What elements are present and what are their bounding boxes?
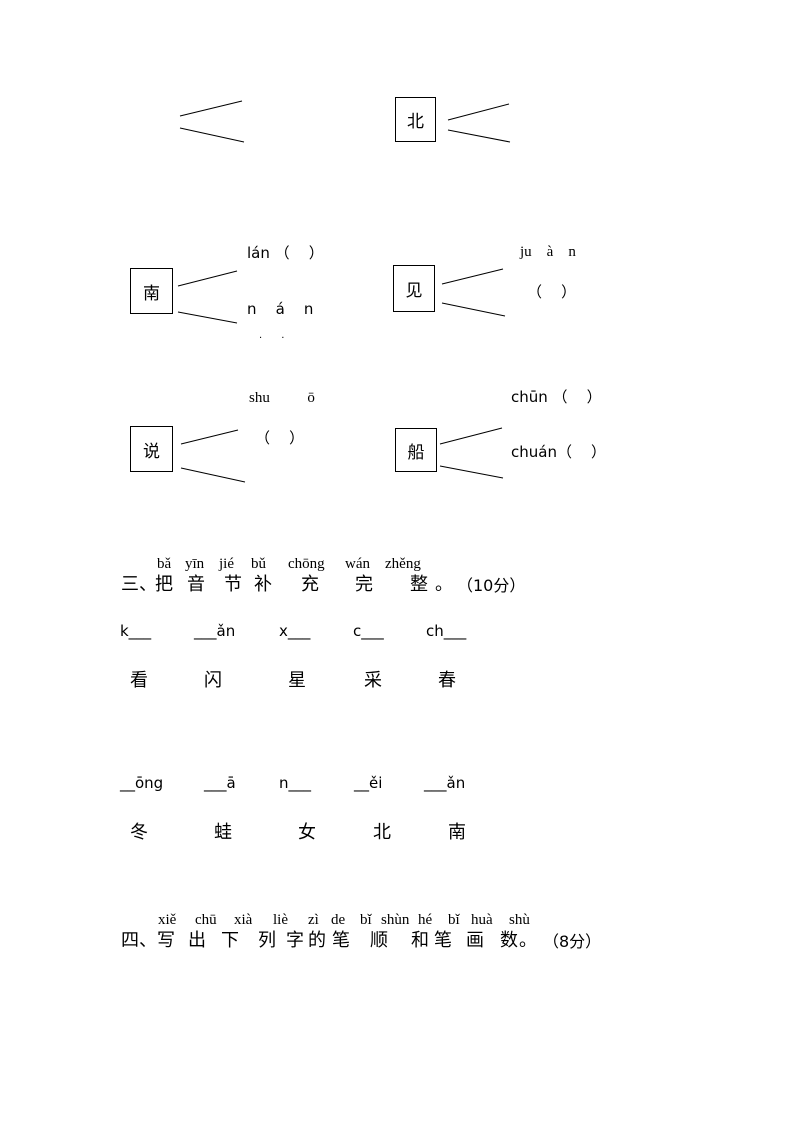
heading-char: 。 (435, 574, 453, 595)
row1-char: 看 (130, 670, 148, 691)
jian-option-1: ju à n (520, 244, 576, 260)
heading-pinyin: zì (308, 912, 319, 928)
heading-char: 整 (410, 574, 428, 595)
shuo-option-1: shu ō (249, 390, 315, 406)
heading-pinyin: chōng (288, 556, 325, 572)
heading-char: 字 (286, 930, 304, 951)
heading-pinyin: jié (219, 556, 234, 572)
blank-item: c___ (353, 622, 384, 640)
heading-pinyin: huà (471, 912, 493, 928)
heading-char: 。 (519, 930, 537, 951)
heading-pinyin: xiě (158, 912, 177, 928)
heading-char: 画 (466, 930, 484, 951)
heading-char: 节 (224, 574, 242, 595)
heading-char: 完 (355, 574, 373, 595)
section-score: （8分） (543, 932, 602, 951)
heading-pinyin: shùn (381, 912, 410, 928)
heading-pinyin: bǔ (251, 556, 266, 572)
heading-char: 列 (258, 930, 276, 951)
chuan-option-2: chuán（ ） (511, 443, 607, 461)
heading-char: 补 (254, 574, 272, 595)
row2-char: 北 (373, 822, 391, 843)
heading-char: 笔 (332, 930, 350, 951)
heading-pinyin: yīn (185, 556, 205, 572)
row1-char: 采 (364, 670, 382, 691)
heading-char: 顺 (370, 930, 388, 951)
row1-char: 闪 (204, 670, 222, 691)
heading-pinyin: bǎ (157, 556, 172, 572)
blank-item: ch___ (426, 622, 467, 640)
heading-char: 的 (308, 930, 326, 951)
nan-option-1: lán （ ） (247, 244, 324, 262)
blank-item: k___ (120, 622, 152, 640)
section3-heading: 三、 把 音 节 补 充 完 整 。 （10分） bǎ yīn jié bǔ c… (121, 556, 541, 595)
blank-item: ___ā (204, 774, 236, 792)
char-box-bei: 北 (395, 97, 436, 142)
section-score: （10分） (457, 576, 526, 595)
heading-pinyin: xià (234, 912, 253, 928)
char-box-jian: 见 (393, 265, 435, 312)
nan-option-2: n á n (247, 300, 314, 318)
heading-pinyin: bǐ (360, 912, 372, 928)
heading-char: 把 (155, 574, 173, 595)
section-number: 四、 (121, 930, 157, 951)
char-box-chuan: 船 (395, 428, 437, 472)
row1-char: 春 (438, 670, 456, 691)
heading-pinyin: chū (195, 912, 217, 928)
row2-char: 女 (298, 822, 316, 843)
chuan-option-1: chūn （ ） (511, 388, 602, 406)
heading-char: 充 (301, 574, 319, 595)
heading-pinyin: hé (418, 912, 433, 928)
heading-pinyin: bǐ (448, 912, 460, 928)
heading-char: 音 (187, 574, 205, 595)
heading-char: 下 (221, 930, 239, 951)
blank-item: x___ (279, 622, 311, 640)
char-box-shuo: 说 (130, 426, 173, 472)
blank-item: ___ǎn (194, 622, 236, 640)
blank-item: ___ǎn (424, 774, 466, 792)
row1-char: 星 (288, 670, 306, 691)
jian-option-2: （ ） (527, 283, 577, 301)
row2-char: 蛙 (214, 822, 232, 843)
shuo-option-2: （ ） (255, 429, 305, 447)
heading-char: 笔 (434, 930, 452, 951)
heading-pinyin: wán (345, 556, 370, 572)
heading-pinyin: shù (509, 912, 530, 928)
char-box-nan: 南 (130, 268, 173, 314)
nan-dots: · · (259, 333, 285, 344)
heading-pinyin: de (331, 912, 346, 928)
heading-pinyin: zhěng (385, 556, 421, 572)
section-number: 三、 (121, 574, 157, 595)
blank-item: __ōng (120, 774, 164, 792)
heading-char: 和 (411, 930, 429, 951)
row2-char: 南 (448, 822, 466, 843)
heading-char: 数 (500, 930, 518, 951)
heading-char: 写 (157, 930, 175, 951)
heading-pinyin: liè (273, 912, 288, 928)
row2-char: 冬 (130, 822, 148, 843)
heading-char: 出 (188, 930, 206, 951)
blank-item: __ěi (354, 774, 383, 792)
blank-item: n___ (279, 774, 312, 792)
section4-heading: 四、 写 出 下 列 字 的 笔 顺 和 笔 画 数 。 （8分） xiě ch… (121, 912, 661, 951)
